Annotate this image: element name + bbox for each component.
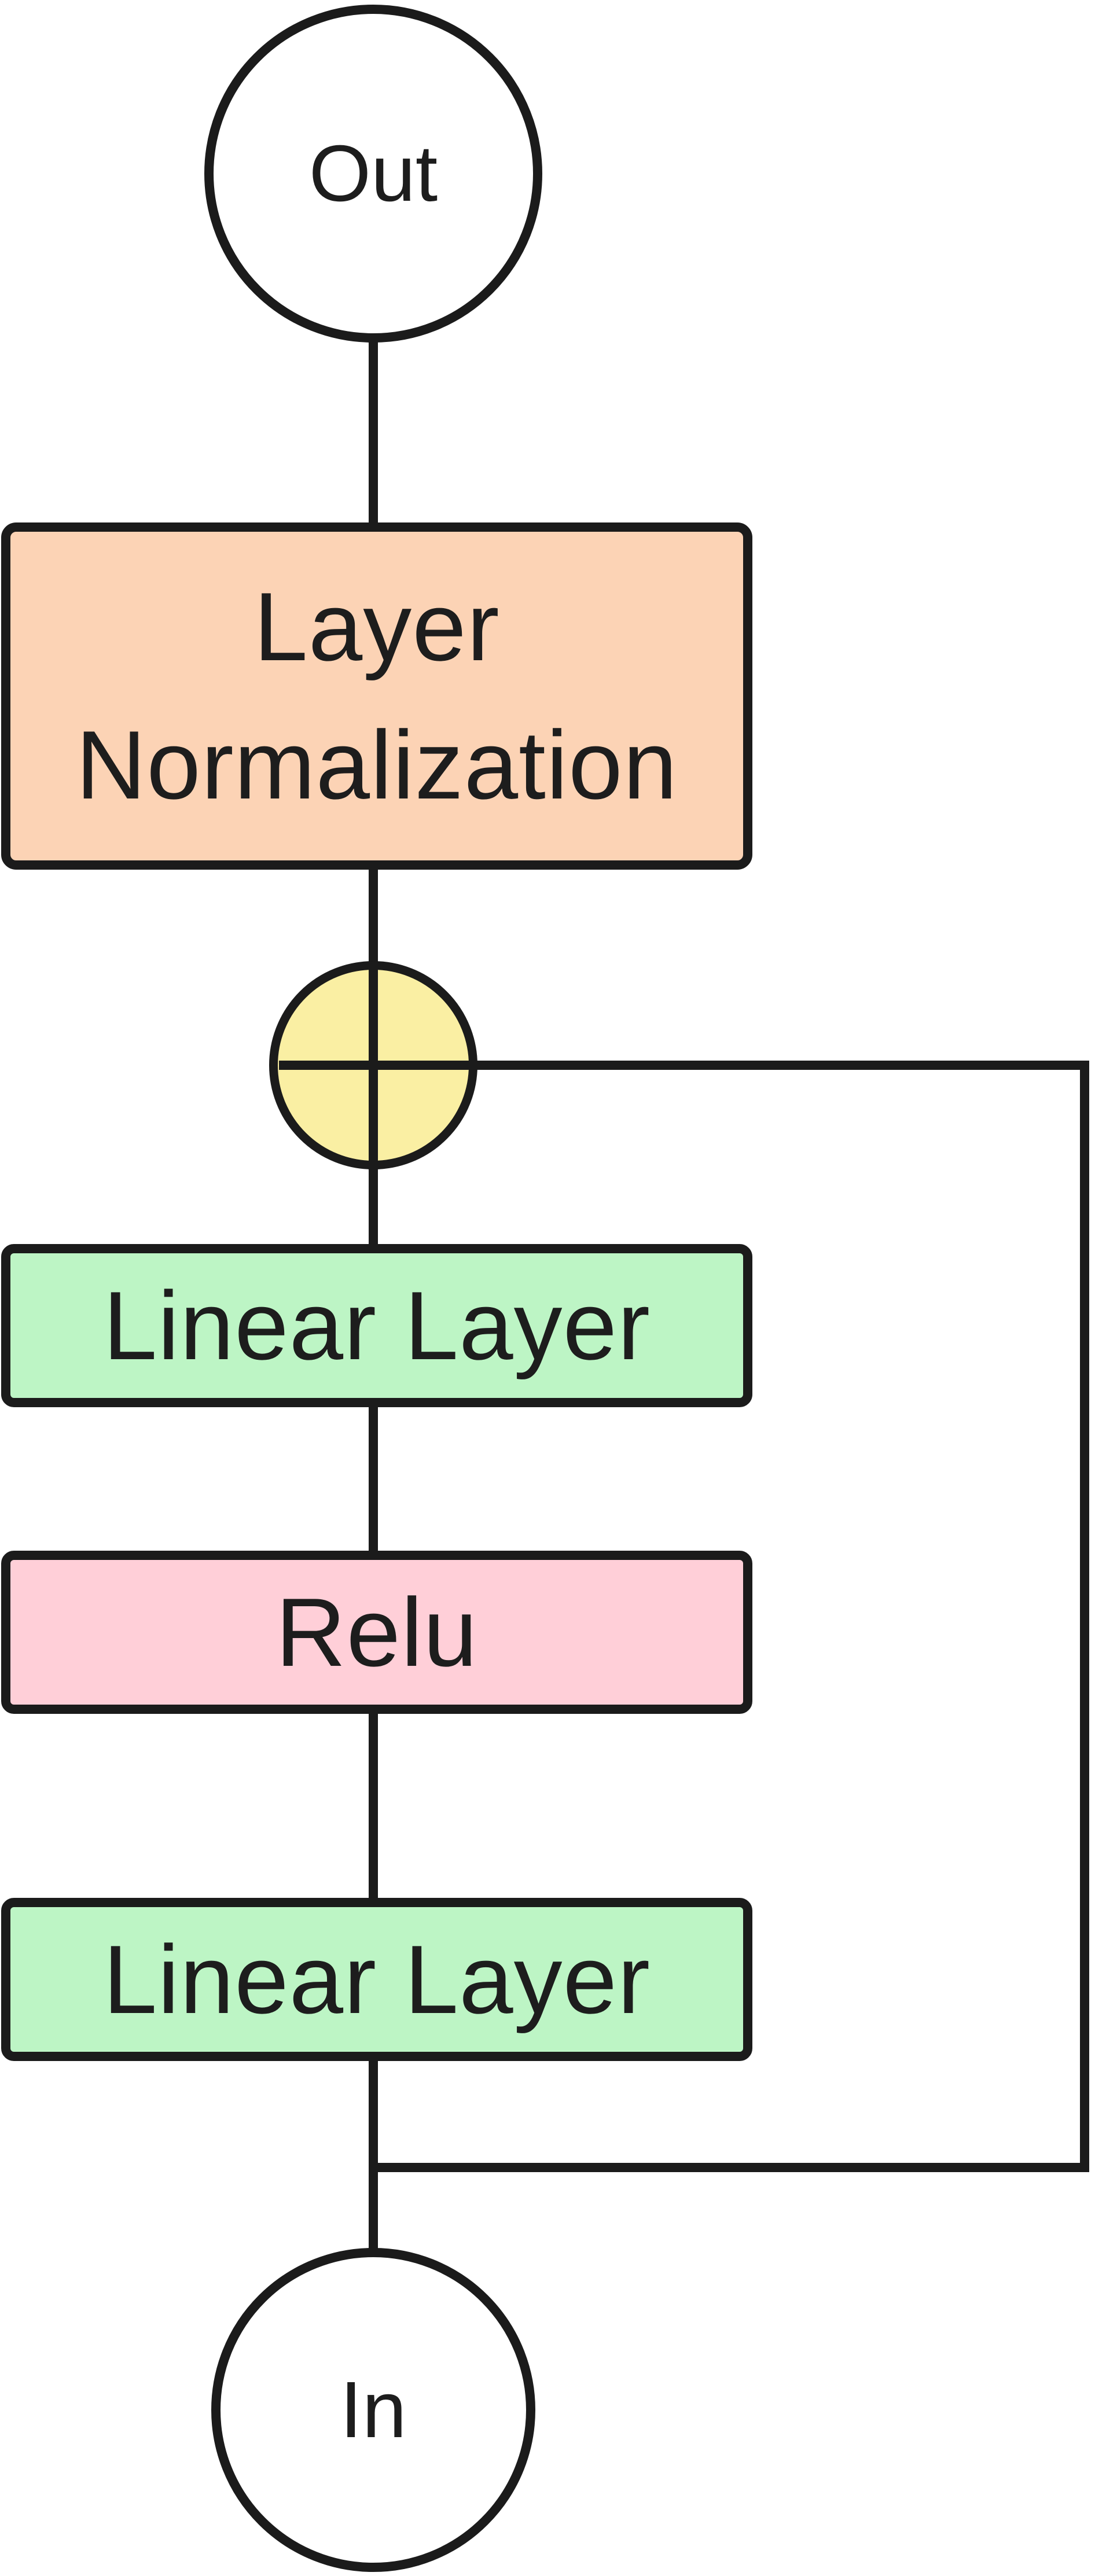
in-node-label: In	[340, 2365, 407, 2454]
skip-connection-top-line	[279, 1061, 1089, 1070]
linear-layer-top-node: Linear Layer	[1, 1244, 752, 1407]
skip-connection-bottom-line	[373, 2163, 1089, 2172]
skip-connection-right-line	[1080, 1061, 1089, 2172]
relu-label: Relu	[275, 1577, 478, 1687]
linear-layer-top-label: Linear Layer	[103, 1271, 651, 1380]
in-node: In	[211, 2248, 535, 2572]
linear-layer-bottom-node: Linear Layer	[1, 1898, 752, 2061]
relu-node: Relu	[1, 1551, 752, 1714]
plus-icon	[369, 965, 378, 1165]
out-node: Out	[204, 5, 542, 343]
linear-layer-bottom-label: Linear Layer	[103, 1924, 651, 2034]
layer-normalization-label: Layer Normalization	[75, 572, 678, 819]
layer-normalization-node: Layer Normalization	[1, 522, 752, 870]
out-node-label: Out	[308, 128, 438, 218]
